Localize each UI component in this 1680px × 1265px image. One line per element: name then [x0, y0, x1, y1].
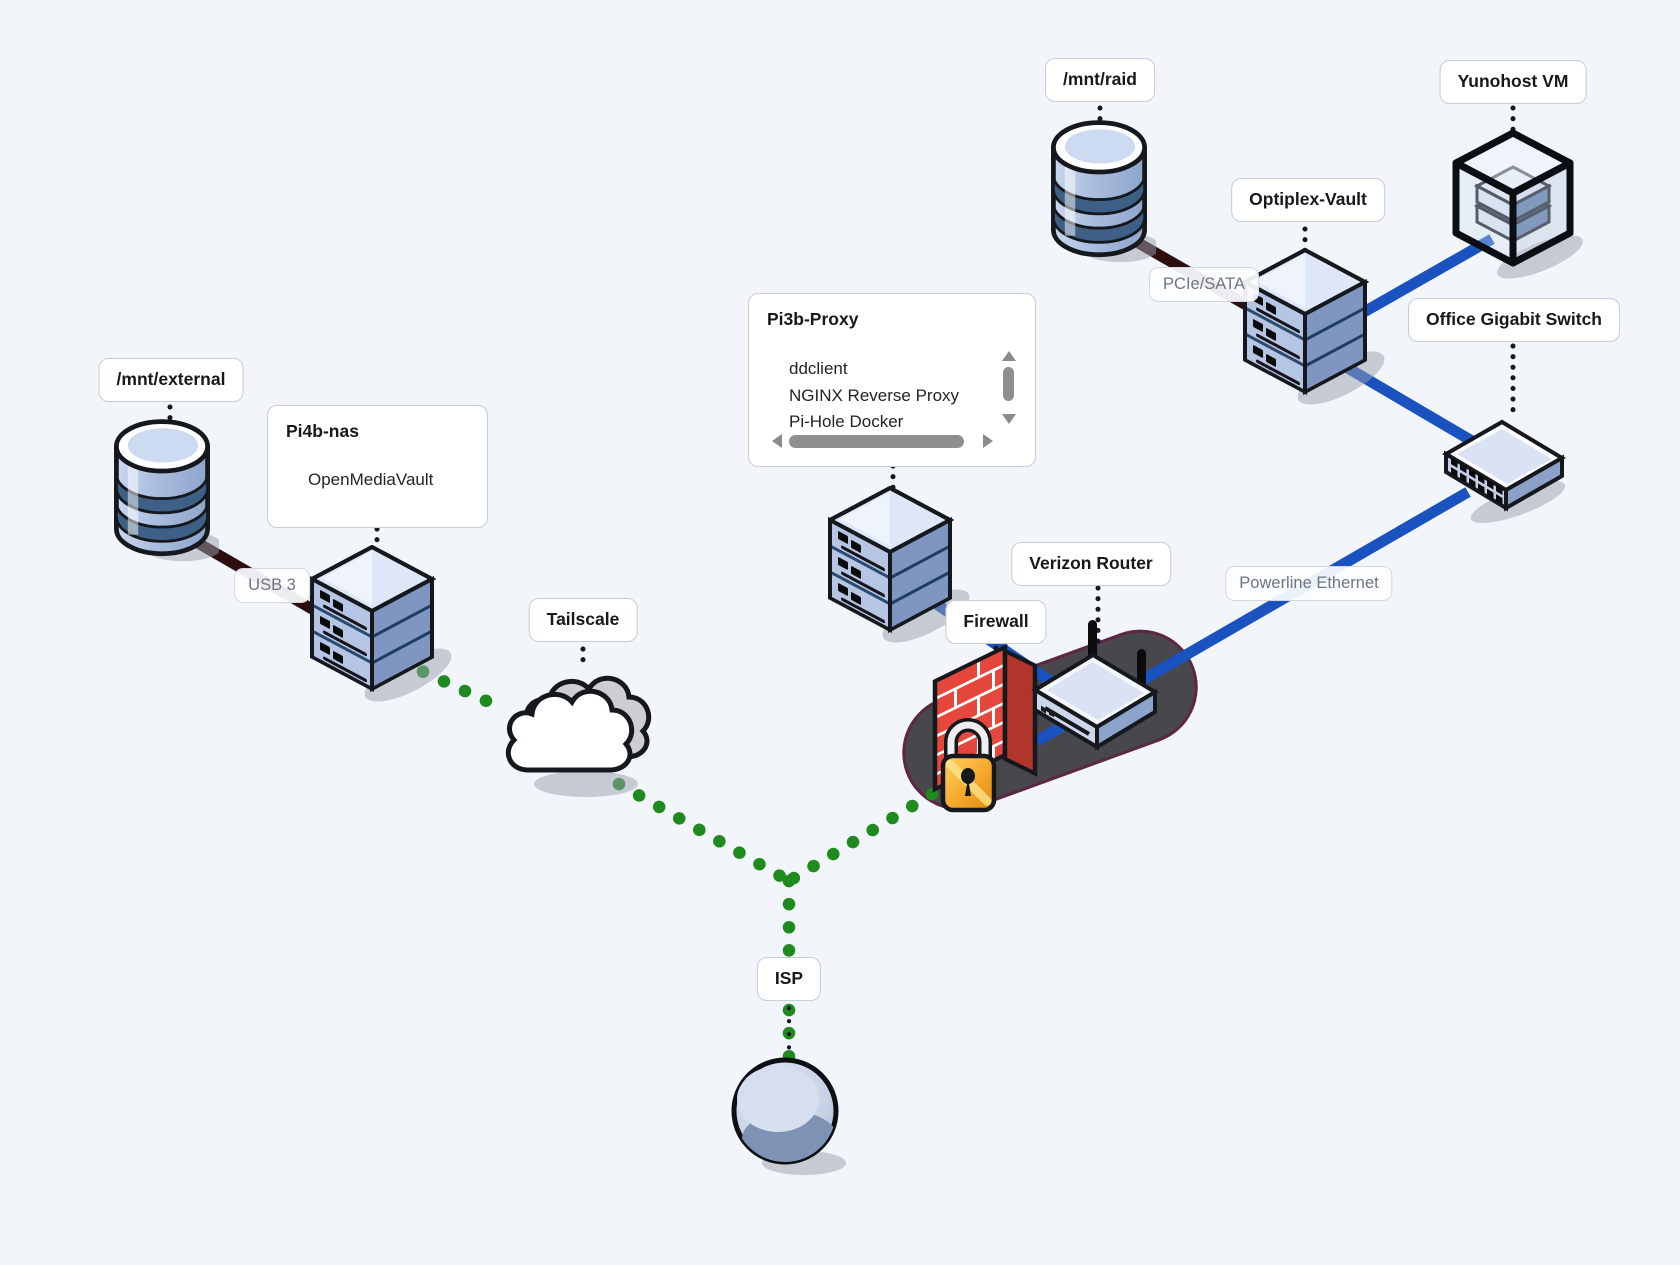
padlock-icon: [940, 718, 997, 813]
vertical-scrollbar-thumb[interactable]: [1003, 367, 1014, 401]
vm-cube-icon-yunohost[interactable]: [1448, 125, 1583, 280]
node-label-mnt-raid[interactable]: /mnt/raid: [1045, 58, 1155, 102]
server-icon-pi4b-nas[interactable]: [310, 545, 460, 705]
scroll-left-arrow[interactable]: [772, 434, 782, 448]
switch-icon-office-gigabit[interactable]: [1440, 398, 1570, 524]
scroll-right-arrow[interactable]: [983, 434, 993, 448]
edge-label-powerline-ethernet: Powerline Ethernet: [1225, 566, 1393, 601]
card-service-list: ddclient NGINX Reverse Proxy Pi-Hole Doc…: [789, 356, 989, 436]
node-label-mnt-external[interactable]: /mnt/external: [98, 358, 244, 402]
internet-globe-icon[interactable]: [730, 1053, 850, 1178]
database-icon-mnt-raid[interactable]: [1040, 116, 1158, 268]
horizontal-scrollbar-thumb[interactable]: [789, 435, 964, 448]
node-label-optiplex-vault[interactable]: Optiplex-Vault: [1231, 178, 1385, 222]
scroll-down-arrow[interactable]: [1002, 414, 1016, 424]
scroll-up-arrow[interactable]: [1002, 351, 1016, 361]
router-icon-verizon[interactable]: [1025, 615, 1165, 755]
edge-label-pcie-sata: PCIe/SATA: [1149, 267, 1259, 302]
edge-optiplex-yunohost: [1361, 234, 1495, 317]
server-icon-optiplex-vault[interactable]: [1243, 248, 1393, 408]
edge-tailscale-junction: [612, 777, 796, 888]
card-pi4b-nas[interactable]: Pi4b-nas OpenMediaVault: [267, 405, 488, 528]
card-title-pi3b-proxy: Pi3b-Proxy: [767, 309, 859, 329]
edge-label-usb3: USB 3: [234, 568, 310, 603]
service-item-nginx: NGINX Reverse Proxy: [789, 385, 960, 405]
firewall-icon[interactable]: [917, 638, 1057, 818]
card-item-openmediavault: OpenMediaVault: [308, 470, 434, 489]
node-label-isp[interactable]: ISP: [756, 957, 822, 1001]
service-item-pihole: Pi-Hole Docker: [789, 412, 904, 431]
edge-firewall-junction: [782, 787, 939, 888]
node-label-yunohost-vm[interactable]: Yunohost VM: [1439, 60, 1587, 104]
service-item-ddclient: ddclient: [789, 359, 848, 378]
node-label-firewall[interactable]: Firewall: [945, 600, 1047, 644]
node-label-verizon-router[interactable]: Verizon Router: [1011, 542, 1171, 586]
card-title-pi4b-nas: Pi4b-nas: [286, 421, 359, 441]
node-label-tailscale[interactable]: Tailscale: [528, 598, 638, 642]
card-pi3b-proxy[interactable]: Pi3b-Proxy ddclient NGINX Reverse Proxy …: [748, 293, 1036, 467]
database-icon-mnt-external[interactable]: [103, 415, 221, 567]
cloud-icon-tailscale[interactable]: [498, 648, 652, 798]
node-label-office-gigabit-switch[interactable]: Office Gigabit Switch: [1408, 298, 1620, 342]
